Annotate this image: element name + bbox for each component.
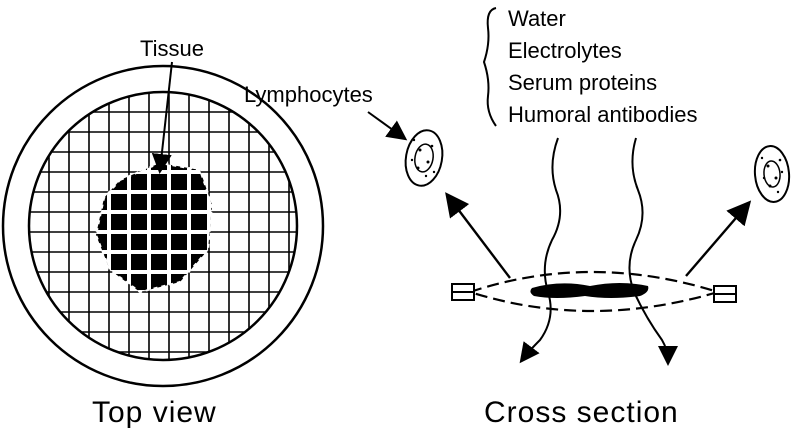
cross-section-caption: Cross section [484,396,679,429]
tissue-pointer-arrow [151,61,173,174]
substances-brace [482,7,497,127]
top-view-chamber [1,61,325,388]
lymphocyte-migration-arrow-left [445,192,511,279]
substance-water-label: Water [508,6,566,31]
diffusion-arrow-left [519,137,562,364]
substance-serum-proteins-label: Serum proteins [508,70,658,95]
tissue-in-section [530,283,649,298]
lymphocyte-migration-arrow-right [685,200,752,277]
cross-section [367,7,791,366]
clip-icon [451,283,475,301]
substance-electrolytes-label: Electrolytes [508,38,622,63]
chamber-outer-ring [1,64,325,388]
lymphocytes-label: Lymphocytes [244,82,373,107]
lymphocyte-cell-icon [753,145,791,203]
top-view-caption: Top view [92,396,217,429]
diffusion-arrow-right [628,137,678,366]
clip-icon [713,285,737,303]
tissue-label: Tissue [140,36,204,61]
lymphocyte-cell-icon [404,129,444,187]
substance-humoral-antibodies-label: Humoral antibodies [508,102,698,127]
lymphocyte-pointer-arrow [367,111,408,141]
